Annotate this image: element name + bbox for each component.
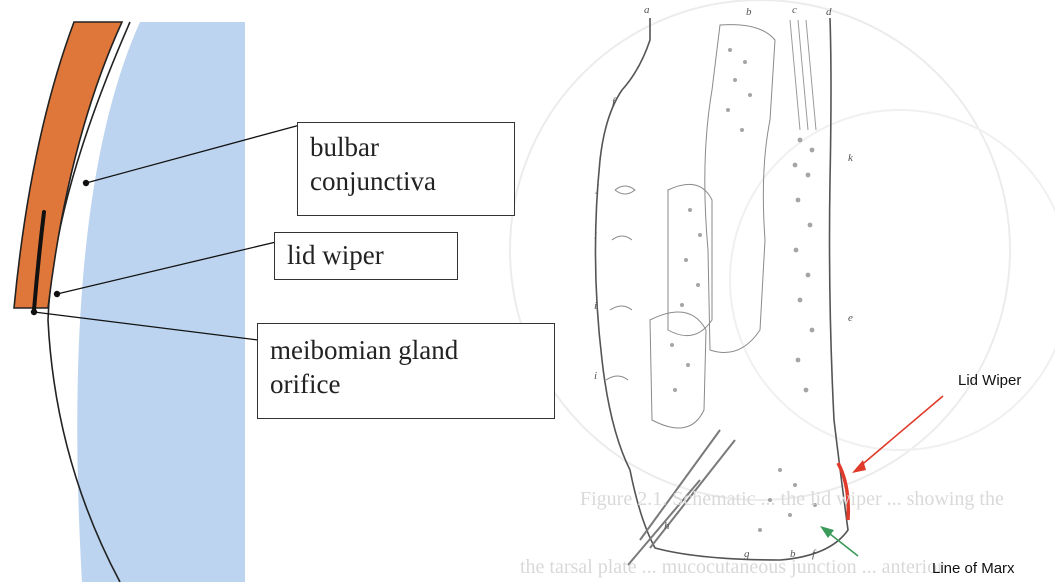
letter-label: i [594,230,597,242]
letter-label: j [596,182,599,194]
letter-label: e [848,312,853,324]
letter-label: a [644,4,650,16]
meibomian-gland-orifice-label-line1: meibomian gland [270,334,542,368]
bulbar-conjunctiva-label-line1: bulbar [310,131,502,165]
letter-label: i [594,370,597,382]
lid-wiper-label-box: lid wiper [274,232,458,280]
letter-label: f [812,548,815,560]
lid-wiper-annotation: Lid Wiper [958,372,1021,389]
meibomian-gland-orifice-label-box: meibomian gland orifice [257,323,555,419]
letter-label: g [744,548,750,560]
lid-wiper-label: lid wiper [287,239,445,273]
meibomian-gland-orifice-label-line2: orifice [270,368,542,402]
letter-label: b [790,548,796,560]
letter-label: b [746,6,752,18]
letter-label: c [792,4,797,16]
line-of-marx-annotation: Line of Marx [932,560,1015,577]
letter-label: d [826,6,832,18]
bulbar-conjunctiva-label-line2: conjunctiva [310,165,502,199]
letter-label: f [612,96,615,108]
letter-label: h [664,520,670,532]
bulbar-conjunctiva-label-box: bulbar conjunctiva [297,122,515,216]
letter-label: k [848,152,853,164]
letter-label: i [594,300,597,312]
